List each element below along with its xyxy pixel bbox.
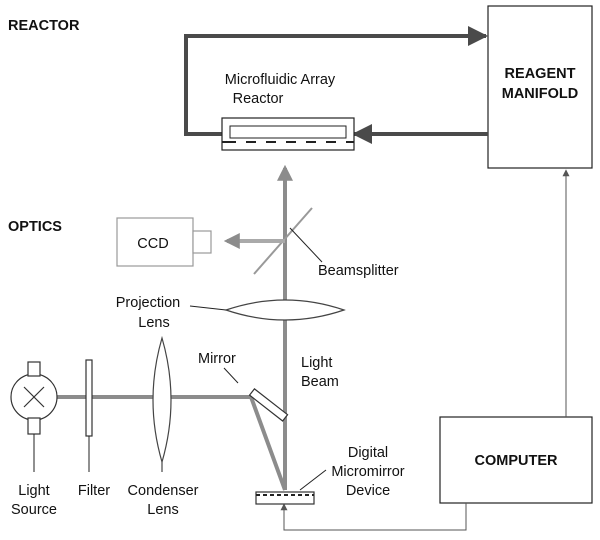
projection-lens [224, 299, 346, 321]
ccd-camera [116, 217, 212, 267]
light-source-label-line1: Light [18, 483, 49, 499]
reagent-manifold-label-line1: REAGENT [505, 66, 576, 82]
reactor-label-line1: Microfluidic Array [225, 72, 336, 88]
control-line-computer-dmd [280, 503, 467, 531]
mirror-label: Mirror [198, 351, 236, 367]
light-source-icon [10, 361, 58, 435]
light-beam-label-line2: Beam [301, 374, 339, 390]
condenser-lens [152, 335, 172, 465]
mirror-leader [223, 367, 239, 384]
ccd-label: CCD [137, 236, 168, 252]
reagent-manifold-box [487, 5, 593, 169]
reagent-manifold-label-line2: MANIFOLD [502, 86, 579, 102]
beamsplitter-label: Beamsplitter [318, 263, 399, 279]
filter-label: Filter [78, 483, 110, 499]
microfluidic-reactor [221, 117, 355, 151]
section-label-optics: OPTICS [8, 219, 62, 235]
condenser-lens-label-line2: Lens [147, 502, 178, 518]
projection-lens-label-line2: Lens [138, 315, 169, 331]
light-source-label-line2: Source [11, 502, 57, 518]
digital-micromirror-device [255, 491, 315, 505]
dmd-leader [299, 469, 327, 491]
light-beam-label-line1: Light [301, 355, 332, 371]
condenser-lens-label-line1: Condenser [128, 483, 199, 499]
projection-lens-label-line1: Projection [116, 295, 180, 311]
reactor-label-line2: Reactor [233, 91, 284, 107]
fluid-line-to-manifold [184, 26, 488, 136]
section-label-reactor: REACTOR [8, 18, 80, 34]
mirror [248, 388, 289, 422]
computer-label: COMPUTER [475, 453, 559, 469]
computer-box [439, 416, 593, 504]
beamsplitter-leader [289, 227, 323, 263]
dmd-label-line1: Digital [348, 445, 388, 461]
dmd-label-line2: Micromirror [331, 464, 404, 480]
dmd-label-line3: Device [346, 483, 390, 499]
projection-lens-leader [189, 305, 227, 311]
filter [85, 359, 93, 437]
